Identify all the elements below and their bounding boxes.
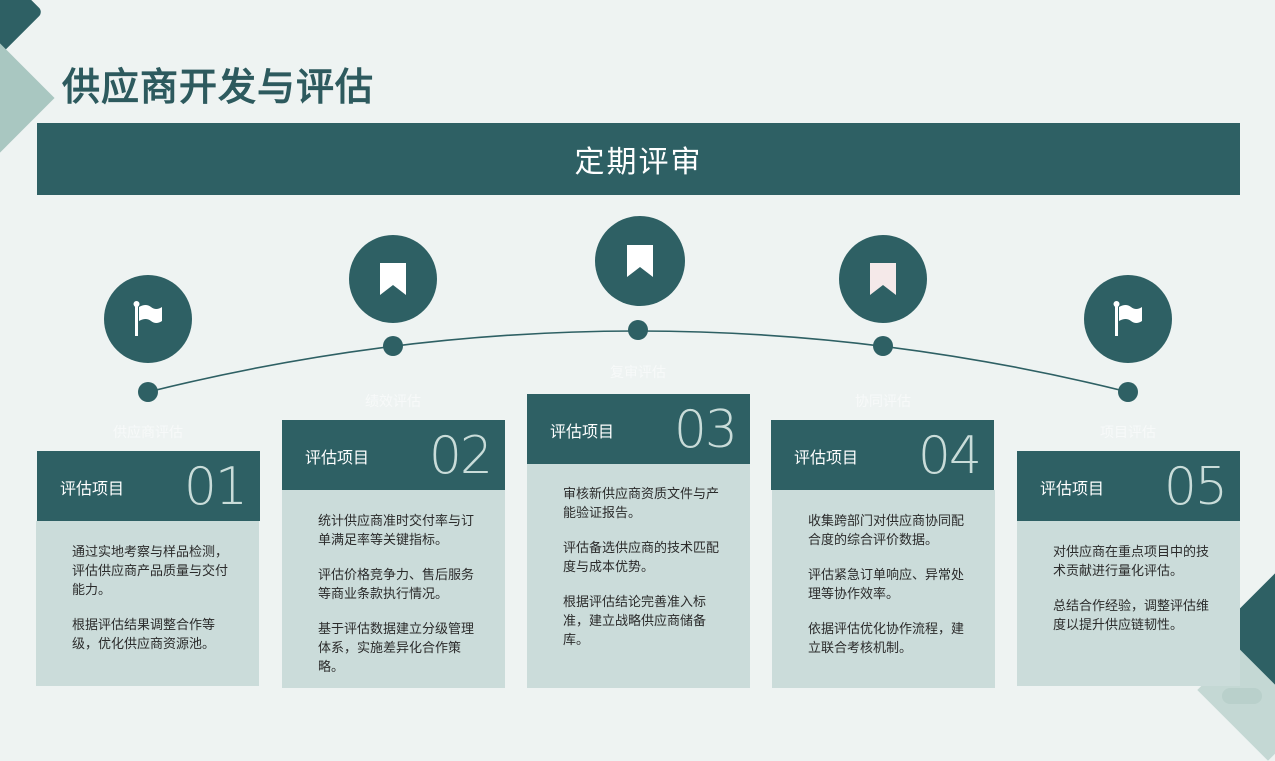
card-text: 根据评估结论完善准入标准，建立战略供应商储备库。	[563, 595, 707, 648]
section-banner: 定期评审	[37, 123, 1240, 195]
timeline-dot	[383, 336, 403, 356]
card-number: 05	[1163, 457, 1228, 517]
card-text: 统计供应商准时交付率与订单满足率等关键指标。	[318, 514, 475, 548]
timeline-dot	[1118, 382, 1138, 402]
card-body: 对供应商在重点项目中的技术贡献进行量化评估。 总结合作经验，调整评估维度以提升供…	[1017, 521, 1240, 686]
card-number: 04	[917, 426, 982, 486]
card-number: 01	[183, 457, 248, 517]
card-label: 评估项目	[305, 448, 370, 467]
timeline-label: 复审评估	[610, 365, 666, 381]
card-text: 总结合作经验，调整评估维度以提升供应链韧性。	[1053, 599, 1210, 633]
card-text: 通过实地考察与样品检测，评估供应商产品质量与交付能力。	[72, 545, 229, 598]
card-header: 评估项目 01	[37, 451, 260, 521]
card-text: 对供应商在重点项目中的技术贡献进行量化评估。	[1053, 545, 1210, 579]
card-body: 审核新供应商资质文件与产能验证报告。 评估备选供应商的技术匹配度与成本优势。 根…	[527, 463, 750, 688]
card-text: 基于评估数据建立分级管理体系，实施差异化合作策略。	[318, 622, 475, 675]
section-banner-text: 定期评审	[574, 145, 703, 180]
card-header: 评估项目 02	[282, 420, 505, 490]
card-text: 审核新供应商资质文件与产能验证报告。	[563, 487, 720, 521]
card-body: 统计供应商准时交付率与订单满足率等关键指标。 评估价格竞争力、售后服务等商业条款…	[282, 490, 505, 688]
card-label: 评估项目	[1040, 479, 1105, 498]
card-body: 收集跨部门对供应商协同配合度的综合评价数据。 评估紧急订单响应、异常处理等协作效…	[772, 490, 995, 688]
card-number: 02	[428, 426, 493, 486]
card-text: 根据评估结果调整合作等级，优化供应商资源池。	[72, 618, 216, 652]
card-text: 评估备选供应商的技术匹配度与成本优势。	[563, 541, 720, 575]
page-number-badge	[1222, 688, 1262, 704]
flag-icon	[1084, 275, 1172, 363]
card-text: 评估价格竞争力、售后服务等商业条款执行情况。	[318, 568, 475, 602]
timeline-label: 协同评估	[855, 394, 911, 410]
card-label: 评估项目	[60, 479, 125, 498]
timeline-dot	[628, 320, 648, 340]
flag-icon	[104, 275, 192, 363]
card-number: 03	[673, 400, 738, 460]
timeline-label: 项目评估	[1100, 425, 1156, 441]
card-header: 评估项目 05	[1017, 451, 1240, 521]
timeline-arc	[138, 320, 1138, 402]
card-label: 评估项目	[550, 422, 615, 441]
timeline-label: 供应商评估	[113, 425, 183, 441]
card-header: 评估项目 04	[771, 420, 994, 490]
bookmark-icon	[595, 216, 685, 306]
page-title: 供应商开发与评估	[62, 65, 375, 109]
bookmark-icon	[839, 235, 927, 323]
card-text: 评估紧急订单响应、异常处理等协作效率。	[808, 568, 965, 602]
card-body: 通过实地考察与样品检测，评估供应商产品质量与交付能力。 根据评估结果调整合作等级…	[36, 521, 259, 686]
timeline-label: 绩效评估	[365, 394, 421, 410]
card-header: 评估项目 03	[527, 394, 750, 464]
card-text: 收集跨部门对供应商协同配合度的综合评价数据。	[808, 514, 965, 548]
card-text: 依据评估优化协作流程，建立联合考核机制。	[808, 622, 965, 656]
timeline-dot	[138, 382, 158, 402]
card-label: 评估项目	[794, 448, 859, 467]
bookmark-icon	[349, 235, 437, 323]
timeline-dot	[873, 336, 893, 356]
